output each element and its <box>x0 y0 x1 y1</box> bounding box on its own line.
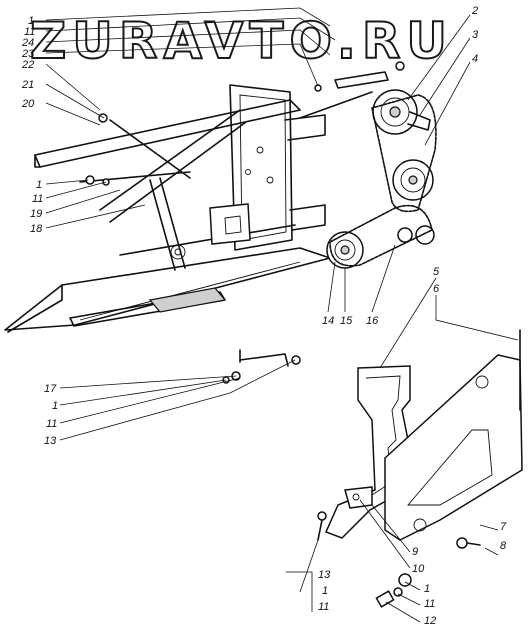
callout-label: 20 <box>21 98 35 110</box>
callout-label: 15 <box>340 315 353 327</box>
header-frame <box>4 84 331 333</box>
callout-label: 24 <box>21 37 34 49</box>
callout-label: 3 <box>472 29 479 41</box>
callout-label: 11 <box>46 418 57 430</box>
callout-label: 5 <box>433 266 440 278</box>
callout-label: 1 <box>52 400 58 412</box>
callout-label: 23 <box>21 48 35 60</box>
shield-assembly <box>317 329 523 608</box>
chain-drive <box>299 61 437 269</box>
callout-label: 11 <box>24 26 35 38</box>
callout-label: 1 <box>322 585 328 597</box>
callout-label: 4 <box>472 53 478 65</box>
callout-label: 19 <box>30 208 42 220</box>
callout-label: 1 <box>36 179 42 191</box>
callout-label: 8 <box>500 540 507 552</box>
rod-assembly <box>222 349 301 384</box>
callout-label: 14 <box>322 315 334 327</box>
callout-label: 13 <box>318 569 331 581</box>
callout-label: 11 <box>424 598 435 610</box>
callout-label: 16 <box>366 315 379 327</box>
callout-labels: 1 11 24 23 22 21 20 1 11 19 18 2 3 4 14 … <box>21 5 507 627</box>
callout-label: 2 <box>471 5 478 17</box>
callout-label: 9 <box>412 546 418 558</box>
callout-label: 11 <box>318 601 329 613</box>
callout-label: 11 <box>32 193 43 205</box>
callout-label: 7 <box>500 521 507 533</box>
callout-label: 21 <box>21 79 34 91</box>
callout-label: 12 <box>424 615 436 627</box>
callout-label: 1 <box>28 15 34 27</box>
callout-label: 13 <box>44 435 57 447</box>
leader-lines <box>45 7 519 623</box>
callout-label: 6 <box>433 283 440 295</box>
callout-label: 18 <box>30 223 43 235</box>
callout-label: 10 <box>412 563 425 575</box>
callout-label: 1 <box>424 583 430 595</box>
callout-label: 17 <box>44 383 57 395</box>
callout-label: 22 <box>21 59 34 71</box>
